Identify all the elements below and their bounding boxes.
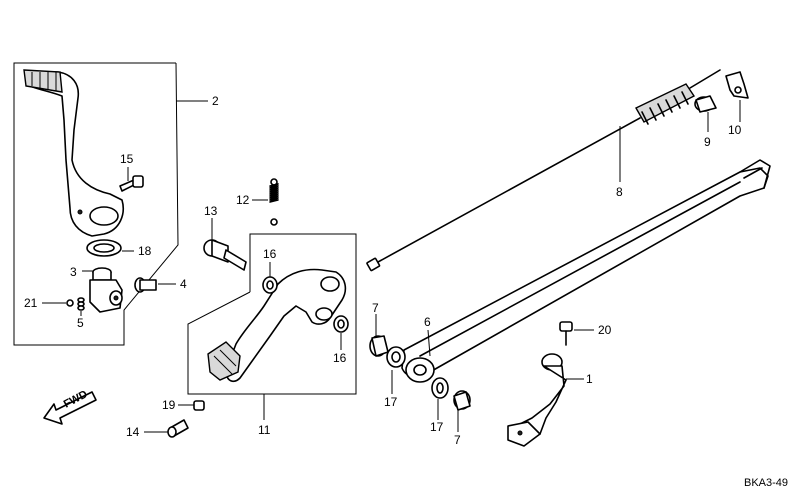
callout-11: 11 <box>258 423 271 437</box>
callout-12: 12 <box>236 193 250 207</box>
callout-6: 6 <box>424 315 431 329</box>
callout-13: 13 <box>204 204 218 218</box>
brake-pedal-group-bracket <box>187 233 357 395</box>
diagram-code: BKA3-49 <box>744 477 788 489</box>
cable-collar <box>694 95 717 113</box>
brake-arm <box>507 353 567 447</box>
callout-8: 8 <box>616 185 623 199</box>
callout-15: 15 <box>120 152 134 166</box>
callout-10: 10 <box>728 123 742 137</box>
callout-9: 9 <box>704 135 711 149</box>
callout-19: 19 <box>162 398 176 412</box>
adjusting-nut <box>725 71 749 99</box>
callout-3: 3 <box>70 265 77 279</box>
leader-6 <box>427 329 431 357</box>
callout-16-lower: 16 <box>333 351 347 365</box>
brake-pedal <box>207 268 347 383</box>
bushing-7-right <box>453 390 471 411</box>
callout-21: 21 <box>24 296 38 310</box>
callout-7-right: 7 <box>454 433 461 447</box>
brake-rod <box>401 159 771 383</box>
callout-18: 18 <box>138 244 152 258</box>
washer-16-upper-hole <box>266 280 274 290</box>
callout-20: 20 <box>598 323 612 337</box>
bolt-4 <box>134 277 157 293</box>
callout-7-left: 7 <box>372 301 379 315</box>
cotter-pin <box>193 400 205 411</box>
detent-spring <box>77 297 85 311</box>
fwd-label: FWD <box>62 388 90 410</box>
callout-1: 1 <box>586 372 593 386</box>
brake-cable <box>366 69 721 272</box>
bushing-7-left <box>369 335 389 357</box>
callout-5: 5 <box>77 316 84 330</box>
kick-seal-inner <box>93 243 115 253</box>
callout-2: 2 <box>212 94 219 108</box>
callout-17-right: 17 <box>430 420 444 434</box>
washer-17-left-hole <box>391 351 401 363</box>
kick-starter-arm <box>23 69 124 237</box>
kick-arm-bolt <box>119 175 144 192</box>
brake-pivot-bolt <box>203 239 247 271</box>
clevis-pin <box>167 419 189 438</box>
arm-bolt <box>559 321 573 346</box>
callout-4: 4 <box>180 277 187 291</box>
detent-ball <box>66 299 74 307</box>
washer-16-lower-hole <box>337 319 345 329</box>
callout-16-upper: 16 <box>263 247 277 261</box>
return-spring <box>269 178 279 226</box>
kick-spindle <box>89 267 123 313</box>
kick-starter-group-bracket <box>13 62 179 346</box>
callout-17-left: 17 <box>384 395 398 409</box>
washer-17-right-hole <box>436 382 444 394</box>
callout-14: 14 <box>126 425 140 439</box>
fwd-arrow: FWD <box>43 388 97 425</box>
